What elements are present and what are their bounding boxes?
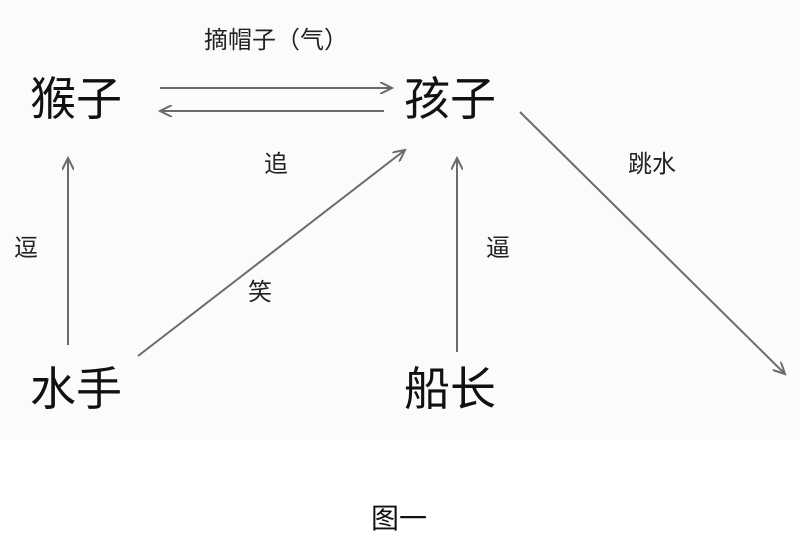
label-force: 逼	[486, 234, 510, 262]
figure-caption: 图一	[371, 502, 428, 535]
label-jump-water: 跳水	[628, 150, 676, 178]
arrow-child-jump-water	[519, 111, 785, 374]
diagram-background	[0, 0, 800, 440]
arrow-sailor-to-child	[137, 150, 405, 357]
label-take-hat: 摘帽子（气）	[204, 26, 348, 54]
node-monkey: 猴子	[30, 72, 122, 126]
node-captain: 船长	[404, 362, 496, 416]
node-sailor: 水手	[30, 362, 122, 416]
label-laugh: 笑	[248, 278, 272, 306]
label-chase: 追	[264, 150, 288, 178]
node-child: 孩子	[404, 72, 496, 126]
label-tease: 逗	[14, 234, 38, 262]
